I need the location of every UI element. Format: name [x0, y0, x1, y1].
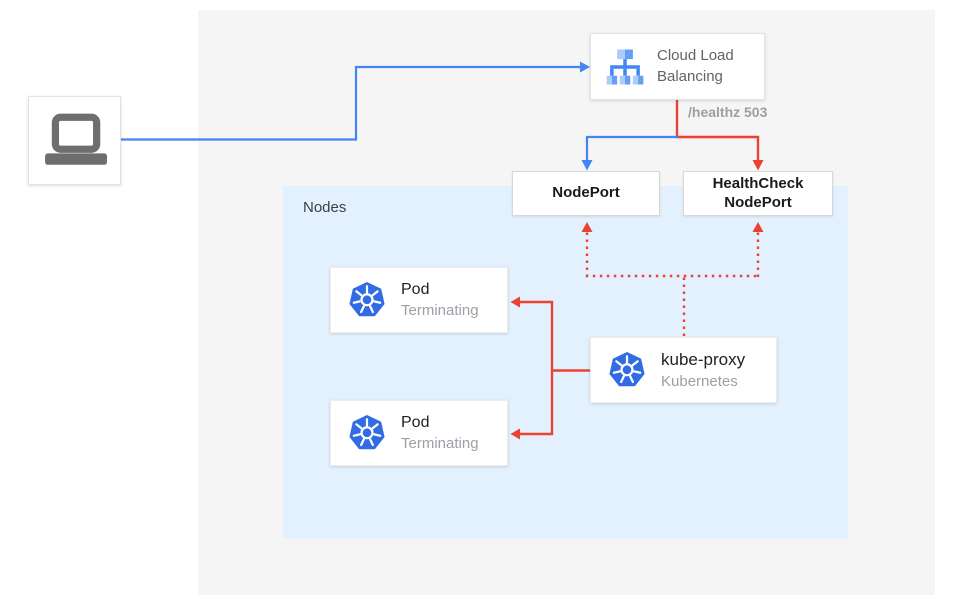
cloud-load-balancing-icon — [606, 49, 644, 84]
kubernetes-helm-icon — [349, 414, 385, 450]
kube-proxy-title: kube-proxy — [661, 349, 746, 369]
pod-title: Pod — [401, 280, 430, 298]
kube-proxy-subtitle: Kubernetes — [661, 372, 738, 390]
pod-text: Pod Terminating — [401, 279, 479, 322]
kube-proxy-node: kube-proxy Kubernetes — [590, 337, 777, 403]
laptop-icon — [44, 113, 107, 165]
healthcheck-nodeport-node: HealthCheck NodePort — [683, 171, 833, 216]
pod-status: Terminating — [401, 435, 479, 453]
kubernetes-helm-icon — [609, 351, 645, 387]
pod-text: Pod Terminating — [401, 412, 479, 455]
nodeport-node: NodePort — [512, 171, 660, 216]
pod-status: Terminating — [401, 302, 479, 320]
cloud-load-balancing-node: Cloud Load Balancing — [590, 33, 765, 100]
pod-terminating-node-1: Pod Terminating — [330, 267, 508, 333]
client-node — [28, 96, 121, 185]
pod-terminating-node-2: Pod Terminating — [330, 400, 508, 466]
cloud-load-balancing-label: Cloud Load Balancing — [657, 47, 734, 85]
kubernetes-helm-icon — [349, 281, 385, 317]
healthz-status-label: /healthz 503 — [688, 104, 768, 120]
kube-proxy-text: kube-proxy Kubernetes — [661, 348, 745, 392]
pod-title: Pod — [401, 413, 430, 431]
nodes-group-label: Nodes — [303, 199, 347, 216]
